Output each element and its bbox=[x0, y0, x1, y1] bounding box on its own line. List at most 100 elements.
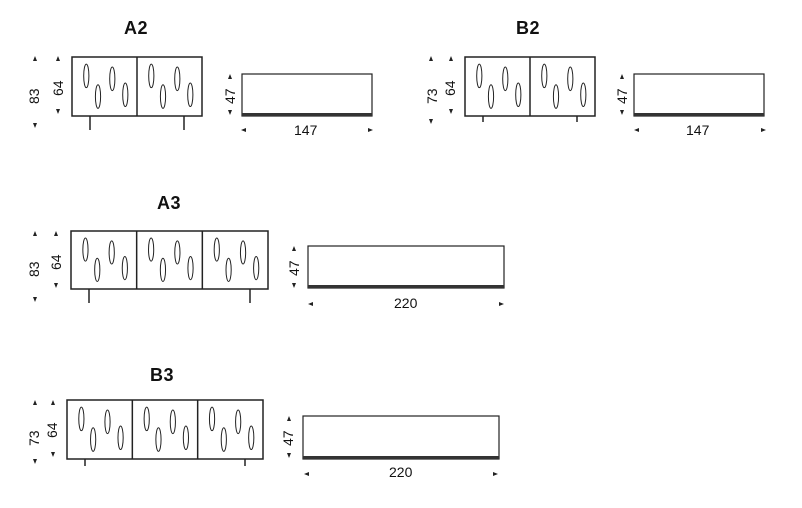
b3-total-arrow-down bbox=[33, 459, 37, 464]
a2-width: 147 bbox=[294, 122, 318, 138]
a3-oval-handle bbox=[239, 240, 247, 265]
b3-oval-handle bbox=[104, 409, 111, 435]
b2-oval-handle bbox=[541, 63, 548, 89]
a2-depth-arrow-up bbox=[228, 74, 232, 79]
a2-oval-handle bbox=[187, 82, 194, 108]
b2-oval-handle bbox=[515, 82, 522, 108]
a2-total-arrow-up bbox=[33, 56, 37, 61]
b2-oval-handle bbox=[502, 66, 509, 92]
a3-width-arrow-left bbox=[308, 302, 313, 306]
a3-top-view bbox=[307, 245, 505, 289]
b3-top-view bbox=[302, 415, 500, 460]
a2-total-arrow-down bbox=[33, 123, 37, 128]
b3-total-arrow-up bbox=[33, 400, 37, 405]
a2-top-view bbox=[241, 73, 373, 117]
a2-body-arrow-up bbox=[56, 56, 60, 61]
b3-width-arrow-left bbox=[304, 472, 309, 476]
a3-oval-handle bbox=[148, 237, 155, 262]
b2-top-view bbox=[633, 73, 765, 117]
b3-oval-handle bbox=[90, 427, 97, 452]
b3-oval-handle bbox=[169, 409, 176, 435]
b2-total-arrow-down bbox=[429, 119, 433, 124]
b3-oval-handle bbox=[155, 427, 162, 452]
b3-oval-handle bbox=[182, 425, 190, 451]
a2-oval-handle bbox=[109, 66, 116, 92]
b3-oval-handle bbox=[117, 425, 124, 451]
b3-body-height: 64 bbox=[44, 422, 60, 438]
a2-width-arrow-right bbox=[368, 128, 373, 132]
a3-body-arrow-up bbox=[54, 231, 58, 236]
b2-width-arrow-left bbox=[634, 128, 639, 132]
b3-depth: 47 bbox=[280, 430, 296, 446]
b3-body-arrow-up bbox=[51, 400, 55, 405]
b3-oval-handle bbox=[143, 406, 150, 432]
b2-width: 147 bbox=[686, 122, 710, 138]
a3-oval-handle bbox=[213, 237, 220, 262]
b3-oval-handle bbox=[78, 406, 85, 432]
title-b2: B2 bbox=[516, 18, 541, 38]
b2-oval-handle bbox=[580, 82, 587, 108]
title-b3: B3 bbox=[150, 365, 175, 385]
a2-depth: 47 bbox=[222, 88, 238, 104]
b2-base-strip bbox=[634, 113, 764, 116]
a3-oval-handle bbox=[159, 257, 167, 282]
b3-width-arrow-right bbox=[493, 472, 498, 476]
a3-oval-handle bbox=[82, 237, 89, 262]
a2-oval-handle bbox=[94, 84, 102, 109]
b3-oval-handle bbox=[248, 425, 255, 451]
a3-total-arrow-down bbox=[33, 297, 37, 302]
a3-width: 220 bbox=[394, 295, 418, 311]
a2-base-strip bbox=[242, 113, 372, 116]
a3-depth: 47 bbox=[286, 260, 302, 276]
b2-oval-handle bbox=[552, 84, 560, 109]
a3-oval-handle bbox=[253, 256, 260, 281]
a3-base-strip bbox=[308, 285, 504, 288]
a2-oval-handle bbox=[148, 63, 155, 89]
a3-cabinet-body bbox=[70, 230, 269, 290]
b2-depth-arrow-up bbox=[620, 74, 624, 79]
b2-oval-handle bbox=[476, 63, 483, 89]
a3-oval-handle bbox=[108, 240, 115, 265]
b3-total-height: 73 bbox=[26, 430, 42, 446]
b3-oval-handle bbox=[208, 406, 216, 432]
a3-body-height: 64 bbox=[48, 254, 64, 270]
a2-body-arrow-down bbox=[56, 109, 60, 114]
a2-oval-handle bbox=[174, 66, 181, 92]
a3-oval-handle bbox=[174, 240, 181, 265]
a3-oval-handle bbox=[187, 256, 194, 281]
a3-total-height: 83 bbox=[26, 261, 42, 277]
b3-base-strip bbox=[303, 456, 499, 459]
a3-body-arrow-down bbox=[54, 283, 58, 288]
a2-body-height: 64 bbox=[50, 80, 66, 96]
a3-oval-handle bbox=[225, 257, 232, 282]
a2-oval-handle bbox=[159, 84, 167, 109]
a3-width-arrow-right bbox=[499, 302, 504, 306]
b2-width-arrow-right bbox=[761, 128, 766, 132]
a2-depth-arrow-down bbox=[228, 110, 232, 115]
b3-body-arrow-down bbox=[51, 452, 55, 457]
a2-total-height: 83 bbox=[26, 88, 42, 104]
b2-body-arrow-up bbox=[449, 56, 453, 61]
b2-body-arrow-down bbox=[449, 109, 453, 114]
b2-depth: 47 bbox=[614, 88, 630, 104]
a2-oval-handle bbox=[122, 82, 129, 108]
a3-depth-arrow-down bbox=[292, 283, 296, 288]
a2-oval-handle bbox=[83, 63, 90, 89]
b3-depth-arrow-up bbox=[287, 416, 291, 421]
title-a3: A3 bbox=[157, 193, 182, 213]
a3-oval-handle bbox=[94, 257, 101, 282]
b3-oval-handle bbox=[235, 409, 242, 435]
b3-cabinet-body bbox=[66, 399, 264, 460]
b2-oval-handle bbox=[567, 66, 574, 92]
b2-depth-arrow-down bbox=[620, 110, 624, 115]
b2-total-height: 73 bbox=[424, 88, 440, 104]
b2-body-height: 64 bbox=[442, 80, 458, 96]
a2-width-arrow-left bbox=[241, 128, 246, 132]
b3-oval-handle bbox=[220, 427, 227, 452]
a3-total-arrow-up bbox=[33, 231, 37, 236]
b2-oval-handle bbox=[487, 84, 495, 109]
b2-total-arrow-up bbox=[429, 56, 433, 61]
a3-depth-arrow-up bbox=[292, 246, 296, 251]
b3-depth-arrow-down bbox=[287, 453, 291, 458]
